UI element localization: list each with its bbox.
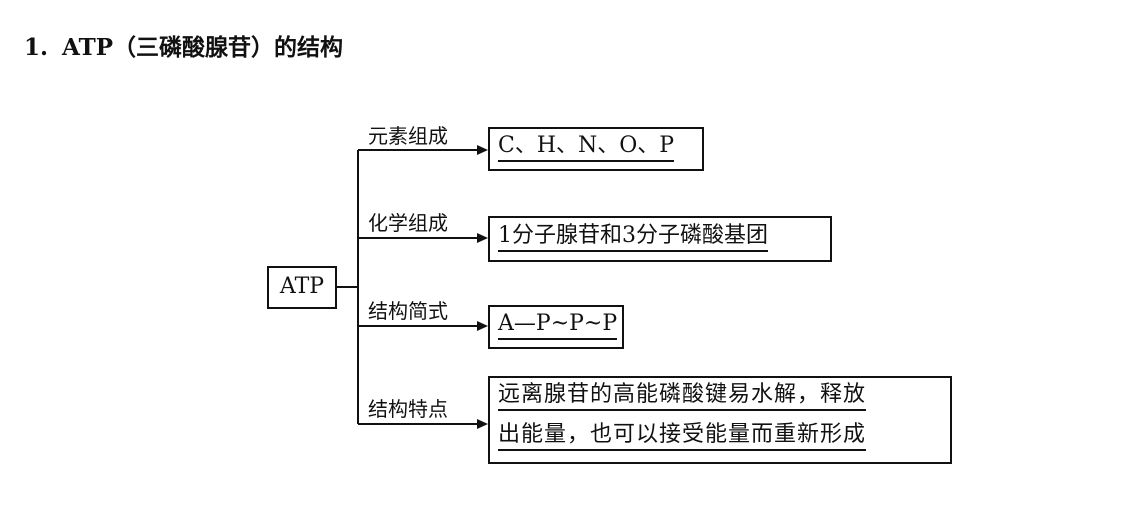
- content-structural-formula: A—P~P~P: [498, 313, 618, 340]
- content-elements: C、H、N、O、P: [498, 135, 675, 162]
- feature-line-2: 出能量，也可以接受能量而重新形成: [498, 424, 950, 464]
- box-structural-formula: A—P~P~P: [488, 305, 624, 349]
- atp-root-label: ATP: [279, 274, 325, 299]
- box-chemical-composition: 1分子腺苷和3分子磷酸基团: [488, 216, 832, 262]
- branch-label-elements: 元素组成: [368, 124, 448, 148]
- branch-label-chem: 化学组成: [368, 211, 448, 235]
- arrowhead-chem: [477, 233, 488, 243]
- feature-line-1: 远离腺苷的高能磷酸键易水解，释放: [498, 384, 950, 424]
- arrowhead-formula: [477, 321, 488, 331]
- box-elements: C、H、N、O、P: [488, 127, 704, 171]
- arrowhead-feature: [477, 419, 488, 429]
- branch-label-feature: 结构特点: [368, 397, 448, 421]
- content-chemical-composition: 1分子腺苷和3分子磷酸基团: [498, 225, 768, 252]
- box-structural-feature: 远离腺苷的高能磷酸键易水解，释放 出能量，也可以接受能量而重新形成: [488, 376, 952, 464]
- arrowhead-elements: [477, 145, 488, 155]
- atp-root-box: ATP: [267, 266, 337, 309]
- title-text: ATP（三磷酸腺苷）的结构: [62, 34, 344, 61]
- branch-label-formula: 结构简式: [368, 299, 448, 323]
- page-title: 1. ATP（三磷酸腺苷）的结构: [24, 28, 343, 62]
- title-number: 1.: [24, 34, 49, 61]
